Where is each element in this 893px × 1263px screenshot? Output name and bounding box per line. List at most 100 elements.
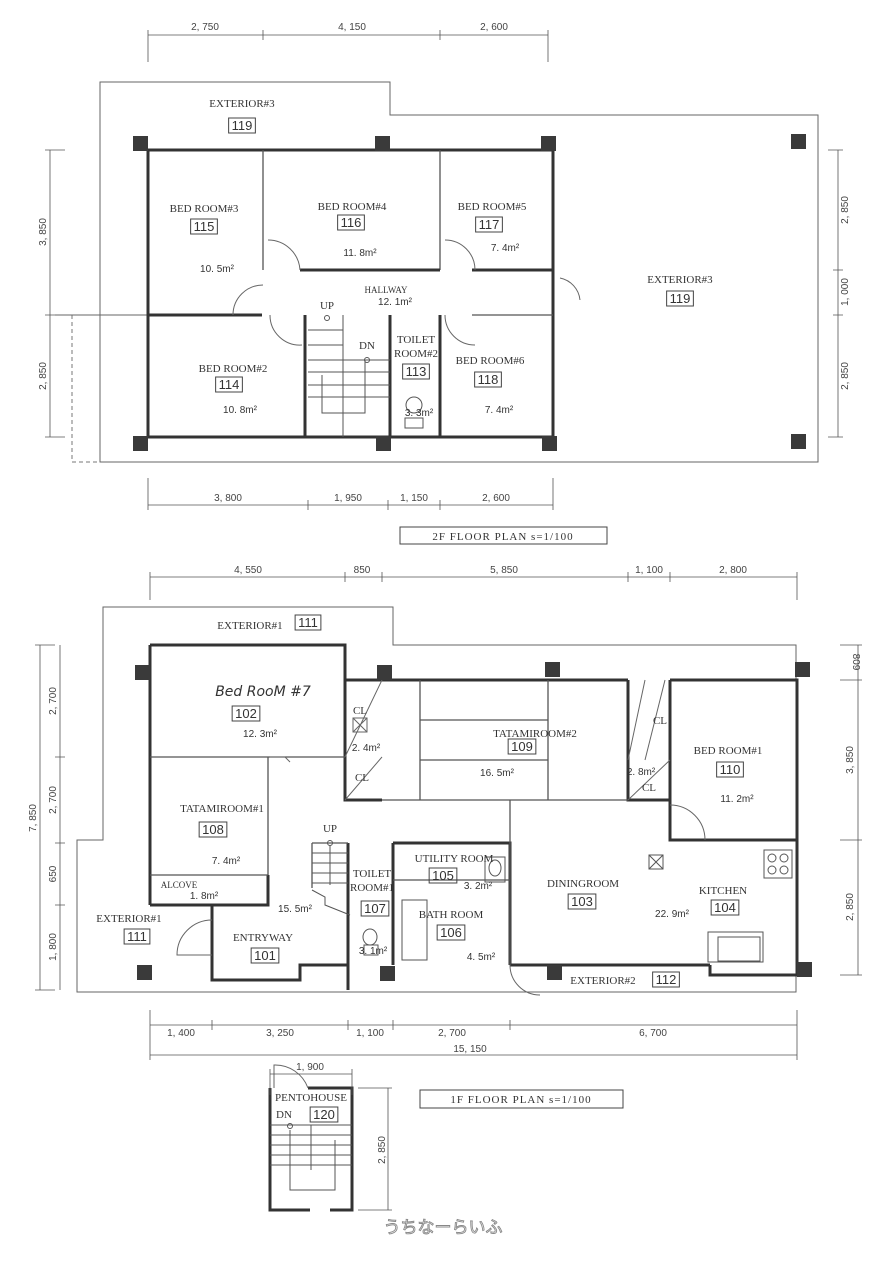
closet-label: CL — [355, 772, 369, 784]
room-number-box — [190, 218, 218, 235]
dimension-label: 1, 150 — [400, 493, 428, 504]
room-area: 15. 5m² — [278, 904, 313, 915]
building-walls-2f — [146, 148, 555, 439]
stair-up-label: UP — [320, 300, 334, 312]
room-area: 12. 3m² — [243, 729, 278, 740]
dimension-label: 1, 950 — [334, 493, 362, 504]
closet-label: CL — [642, 782, 656, 794]
room-name: BED ROOM#6 — [456, 355, 525, 367]
room-name: BED ROOM#1 — [694, 745, 763, 757]
room-number: 119 — [670, 291, 691, 306]
internal-walls-1f — [150, 680, 628, 965]
staircase-2f — [308, 315, 390, 437]
room-area: 7. 4m² — [212, 856, 241, 867]
room-area: 10. 8m² — [223, 405, 258, 416]
closet-label: CL — [353, 705, 367, 717]
room-number: 113 — [406, 364, 427, 379]
dimension-label: 2, 700 — [48, 687, 59, 715]
room-area: 7. 4m² — [485, 405, 514, 416]
dimension-label: 809 — [850, 654, 861, 671]
room-number: 107 — [364, 901, 386, 916]
room-area: 3. 3m² — [405, 408, 434, 419]
room-name: EXTERIOR#2 — [570, 975, 635, 987]
exterior-boundary-2f — [99, 81, 819, 463]
title-box — [399, 526, 608, 545]
room-area: 4. 5m² — [467, 952, 496, 963]
toilet-fixture-2f — [404, 396, 424, 429]
room-name: TATAMIROOM#1 — [180, 803, 264, 815]
room-number: 108 — [202, 822, 224, 837]
closet-area: 2. 4m² — [352, 743, 381, 754]
room-number: 102 — [235, 706, 257, 721]
room-number-box — [250, 947, 280, 964]
room-number: 104 — [714, 900, 736, 915]
room-number-box — [436, 924, 466, 941]
room-number-box — [309, 1106, 339, 1123]
room-number-box — [360, 900, 390, 917]
dimension-lines-1f — [35, 572, 862, 1060]
dimension-lines-penthouse — [269, 1069, 392, 1211]
room-name: BED ROOM#2 — [199, 363, 268, 375]
room-name: ROOM#2 — [394, 348, 438, 360]
room-number-box — [294, 614, 322, 631]
staircase-penthouse — [270, 1123, 352, 1191]
room-number: 110 — [720, 762, 741, 777]
room-name: EXTERIOR#3 — [647, 274, 713, 286]
dimension-label: 650 — [48, 865, 59, 882]
room-name: BED ROOM#4 — [318, 201, 387, 213]
room-area: 22. 9m² — [655, 909, 690, 920]
room-number: 106 — [440, 925, 462, 940]
room-number-box — [716, 761, 744, 778]
dimension-label: 2, 700 — [438, 1028, 466, 1039]
dimension-label: 2, 850 — [845, 893, 856, 921]
room-number: 120 — [313, 1107, 335, 1122]
room-area: 11. 8m² — [343, 248, 377, 259]
dimension-label: 2, 850 — [377, 1136, 388, 1164]
dimension-label: 2, 600 — [480, 22, 508, 33]
room-area: 10. 5m² — [200, 264, 235, 275]
dimension-label: 1, 400 — [167, 1028, 195, 1039]
room-number: 119 — [232, 118, 253, 133]
structural-columns-2f — [133, 134, 806, 451]
room-area: 16. 5m² — [480, 768, 515, 779]
room-number-box — [215, 376, 243, 393]
room-area: 12. 1m² — [378, 297, 413, 308]
room-name: TATAMIROOM#2 — [493, 728, 577, 740]
room-number-box — [198, 821, 228, 838]
door-swing — [273, 1064, 309, 1089]
staircase-1f — [311, 840, 351, 916]
room-number-box — [567, 893, 597, 910]
dimension-label: 1, 900 — [296, 1062, 324, 1073]
internal-walls-2f — [148, 150, 553, 437]
room-name: PENTOHOUSE — [275, 1092, 347, 1104]
room-name: BED ROOM#5 — [458, 201, 527, 213]
title-box — [419, 1089, 624, 1109]
dimension-total-label: 15, 150 — [453, 1044, 487, 1055]
dimension-label: 3, 800 — [214, 493, 242, 504]
dimension-label: 6, 700 — [639, 1028, 667, 1039]
room-number-box — [507, 738, 537, 755]
room-number: 111 — [298, 615, 318, 630]
dimension-label: 3, 250 — [266, 1028, 294, 1039]
room-name: UTILITY ROOM — [415, 853, 494, 865]
room-name: EXTERIOR#1 — [96, 913, 161, 925]
room-number: 101 — [254, 948, 276, 963]
room-name: ALCOVE — [161, 880, 198, 890]
room-area: 1. 8m² — [190, 891, 219, 902]
room-number: 109 — [511, 739, 533, 754]
room-number: 103 — [571, 894, 593, 909]
dashed-boundary — [71, 315, 100, 463]
structural-columns-1f — [135, 662, 812, 981]
room-name: HALLWAY — [365, 285, 408, 295]
room-name: EXTERIOR#1 — [217, 620, 282, 632]
dimension-label: 2, 600 — [482, 493, 510, 504]
room-number: 118 — [478, 372, 499, 387]
room-number-box — [228, 117, 256, 134]
dimension-label: 1, 800 — [48, 933, 59, 961]
room-area: 7. 4m² — [491, 243, 520, 254]
door-swing — [232, 239, 581, 346]
room-number: 112 — [656, 972, 677, 987]
room-number-box — [231, 705, 261, 722]
room-number: 117 — [479, 217, 500, 232]
